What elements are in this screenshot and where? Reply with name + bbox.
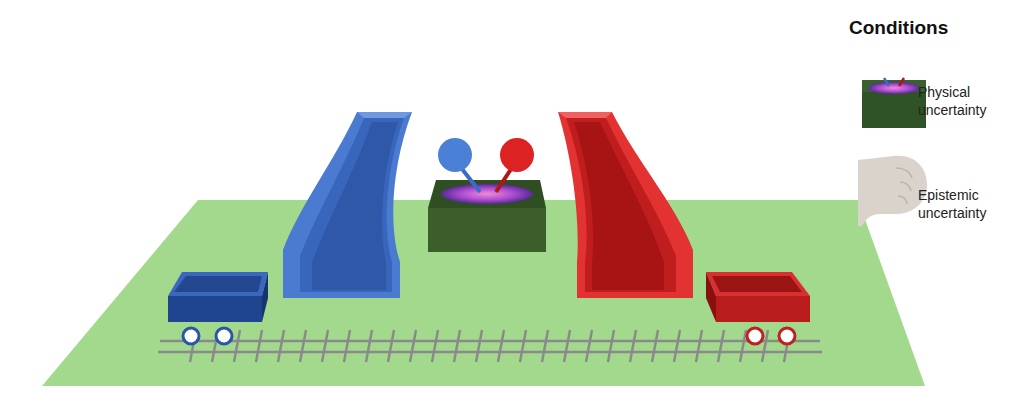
floor [42,200,925,386]
physical-uncertainty-icon [862,78,926,128]
rail-tie [410,330,416,362]
rail-tie [542,330,548,362]
rail-tie [476,330,482,362]
red-cart [706,272,810,344]
rail-tie [652,330,658,362]
rail-tie [564,330,570,362]
rail-tie [366,330,372,362]
rail-tie [586,330,592,362]
rail-tie [718,330,724,362]
rail-tie [630,330,636,362]
rail-tie [234,330,240,362]
epistemic-uncertainty-icon [858,156,927,226]
red-slide [558,112,693,298]
rail-tie [674,330,680,362]
rail-tie [300,330,306,362]
legend-label: Physical uncertainty [918,83,1010,119]
blue-cart [168,272,268,344]
rail-tie [432,330,438,362]
rail-tie [696,330,702,362]
rail-tie [344,330,350,362]
legend-heading: Conditions [849,16,948,41]
rail-tie [256,330,262,362]
rail-tie [608,330,614,362]
legend-label: Epistemic uncertainty [918,186,1010,222]
rail-ties [190,330,790,362]
legend-item: Epistemic uncertainty [918,186,1010,222]
rail-tie [740,330,746,362]
random-device [428,138,546,252]
rail-tie [322,330,328,362]
blue-slide [283,112,412,298]
legend-item: Physical uncertainty [918,83,1010,119]
rail-tie [520,330,526,362]
rail-tie [278,330,284,362]
rail-tie [454,330,460,362]
rail-tie [388,330,394,362]
rail-tie [498,330,504,362]
